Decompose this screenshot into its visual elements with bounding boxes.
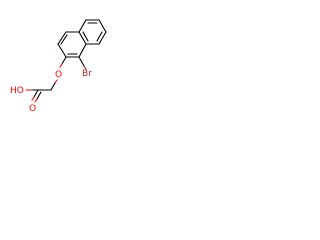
bond-c4a-c8a <box>78 31 87 45</box>
bond-c6-o <box>61 56 67 65</box>
oxyacetic-acid-chain: O O HO <box>10 56 67 114</box>
bond-c8-c7 <box>57 31 67 45</box>
bromine-label: Br <box>82 69 92 79</box>
double-bond-lower-top <box>60 34 68 45</box>
bond-c5-br <box>78 56 85 67</box>
bond-c-o-double-1 <box>33 89 39 98</box>
bond-br-segment <box>83 65 87 70</box>
bond-c5-c4a <box>78 43 87 58</box>
ether-oxygen-label: O <box>55 70 62 80</box>
bond-o-segment-lower <box>54 79 58 84</box>
carbonyl-oxygen-label: O <box>29 104 36 114</box>
bond-c-o-double-2-red <box>34 98 38 103</box>
bond-c8a-c1 <box>78 19 87 33</box>
chemical-structure-diagram: Br O O HO <box>0 0 150 150</box>
bromine-substituent: Br <box>78 56 92 79</box>
bond-o-ch2 <box>50 82 56 91</box>
bond-c2-c3 <box>98 19 107 33</box>
bond-c-o-double-2 <box>36 91 42 100</box>
bond-c3-c4 <box>98 31 107 45</box>
naphthalene-ring-system <box>57 19 107 58</box>
double-bond-inner-right <box>96 31 103 42</box>
molecule-drawing: Br O O HO <box>10 19 107 114</box>
hydroxyl-label: HO <box>10 86 24 96</box>
double-bond-inner-left <box>82 31 89 42</box>
bond-c7-c6 <box>57 43 67 58</box>
bond-c-o-double-1-red <box>31 96 35 101</box>
bond-o-segment-upper <box>59 63 63 68</box>
